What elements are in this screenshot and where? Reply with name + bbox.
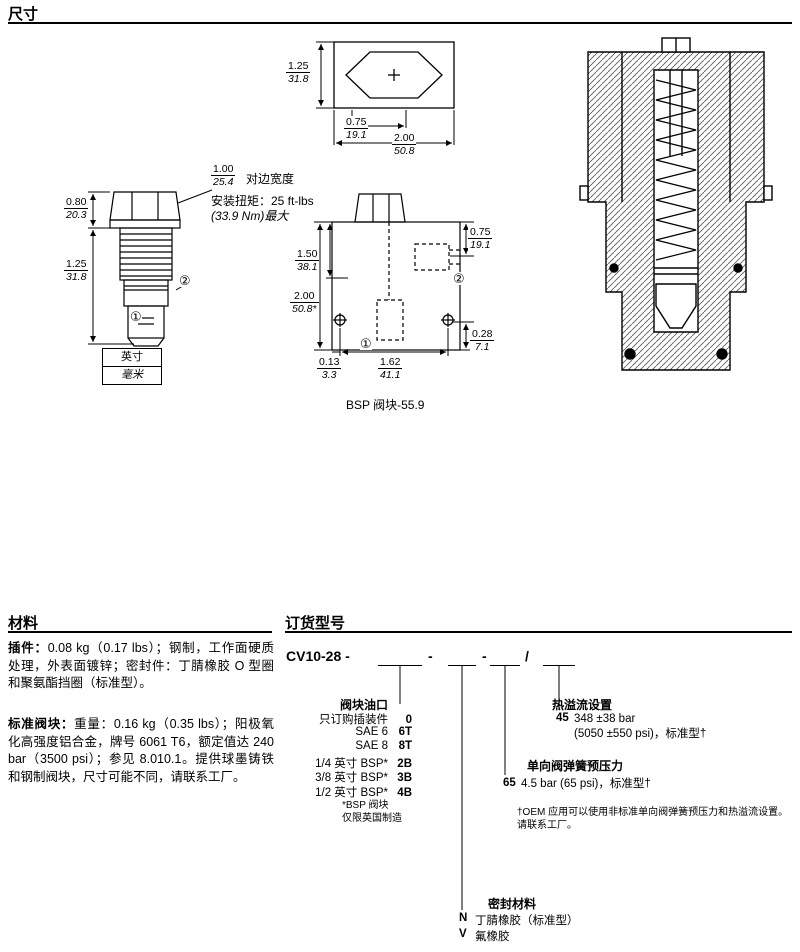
materials-paragraph-cartridge: 插件：0.08 kg（0.17 lbs）；钢制，工作面硬质处理，外表面镀锌；密封… [8,640,274,693]
dim-across-flats: 1.00 25.4 [211,163,236,188]
spring-shape [655,79,697,261]
materials-p2-text: 重量：0.16 kg（0.35 lbs）；阳极氧化高强度铝合金，牌号 6061 … [8,717,274,784]
cartridge-port1-label: ① [130,309,142,324]
port-option-row: SAE 8 8T [355,740,412,752]
spring-code: 65 [503,777,516,789]
materials-rule [8,631,272,633]
order-blank-spring [490,652,520,666]
dimensions-section-title: 尺寸 [8,6,39,23]
order-blank-port [378,652,422,666]
bsp-block-caption: BSP 阀块-55.9 [346,398,425,412]
port-options-list: 只订购插装件 0 SAE 6 6T SAE 8 8T 1/4 英寸 BSP* 2… [294,711,412,799]
valve-cross-section-drawing [579,37,773,371]
port-option-row: 3/8 英寸 BSP* 3B [315,772,412,784]
seal-option-row: V 氟橡胶 [459,928,510,943]
port-option-row: 1/4 英寸 BSP* 2B [315,757,412,770]
bsp-footnote-line1: *BSP 阀块 [342,800,389,811]
o-ring-left [624,348,636,360]
dim-hex-height: 1.25 31.8 [286,60,311,85]
seal-option-row: N 丁腈橡胶（标准型） [459,912,579,927]
spring-text: 4.5 bar (65 psi)，标准型† [521,778,651,790]
oem-footnote: †OEM 应用可以使用非标准单向阀弹簧预压力和热溢流设置。请联系工厂。 [517,807,789,831]
relief-text: 348 ±38 bar (5050 ±550 psi)，标准型† [574,713,707,740]
line-body-drawing [331,193,461,351]
ordering-section-title: 订货型号 [285,615,346,632]
spring-option: 65 4.5 bar (65 psi)，标准型† [503,777,651,792]
bsp-footnote-line2: 仅限英国制造 [342,813,402,824]
dim-hex-width-2: 2.00 50.8 [392,132,417,157]
dimensions-rule [8,22,792,24]
port-option-row: 只订购插装件 0 [319,714,412,726]
materials-p1-text: 0.08 kg（0.17 lbs）；钢制，工作面硬质处理，外表面镀锌；密封件：丁… [8,641,274,690]
dim-block-bottom-offset: 0.28 7.1 [470,328,495,353]
spring-heading: 单向阀弹簧预压力 [527,759,624,773]
materials-paragraph-block: 标准阀块：重量：0.16 kg（0.35 lbs）；阳极氧化高强度铝合金，牌号 … [8,716,274,786]
dim-cartridge-head: 0.80 20.3 [64,196,89,221]
cartridge-port2-label: ② [179,273,191,288]
hex-head-shape [109,191,181,221]
relief-heading: 热溢流设置 [552,698,613,712]
materials-section-title: 材料 [8,615,39,632]
dim-block-height: 2.00 50.8* [290,290,319,315]
dim-block-edge-offset: 0.13 3.3 [317,356,342,381]
valve-body-section [587,51,765,371]
poppet-shape [655,283,697,329]
port-options-heading: 阀块油口 [339,698,388,712]
materials-p1-label: 插件： [8,641,48,655]
relief-code: 45 [556,712,569,724]
units-legend: 英寸 毫米 [102,348,162,385]
order-separator-3: / [525,648,529,664]
dim-block-port-height: 1.50 38.1 [295,248,320,273]
order-blank-seal [448,652,476,666]
torque-note-line1: 安装扭矩：25 ft-lbs [211,194,314,208]
materials-p2-label: 标准阀块： [8,717,75,731]
across-flats-label: 对边宽度 [246,172,295,186]
ordering-rule [285,631,792,633]
order-separator-1: - [428,648,433,664]
seal-heading: 密封材料 [488,897,537,911]
torque-note-line2: (33.9 Nm)最大 [211,209,289,223]
cartridge-side-view-drawing [109,191,181,347]
dim-cartridge-body: 1.25 31.8 [64,258,89,283]
order-separator-2: - [482,648,487,664]
dim-block-hole-span: 1.62 41.1 [378,356,403,381]
relief-option: 45 348 ±38 bar (5050 ±550 psi)，标准型† [556,712,706,741]
dim-block-top-offset: 0.75 19.1 [468,226,493,251]
hex-top-view-drawing [333,41,455,109]
o-ring-right [716,348,728,360]
block-port2-label: ② [453,271,465,286]
port-option-row: 1/2 英寸 BSP* 4B [315,786,412,799]
dim-hex-width-1: 0.75 19.1 [344,116,369,141]
port-option-row: SAE 6 6T [355,725,412,738]
block-port1-label: ① [360,336,372,351]
units-mm: 毫米 [103,366,161,384]
units-inch: 英寸 [121,351,143,363]
order-blank-relief [543,652,575,666]
model-number: CV10-28 - [286,648,350,664]
